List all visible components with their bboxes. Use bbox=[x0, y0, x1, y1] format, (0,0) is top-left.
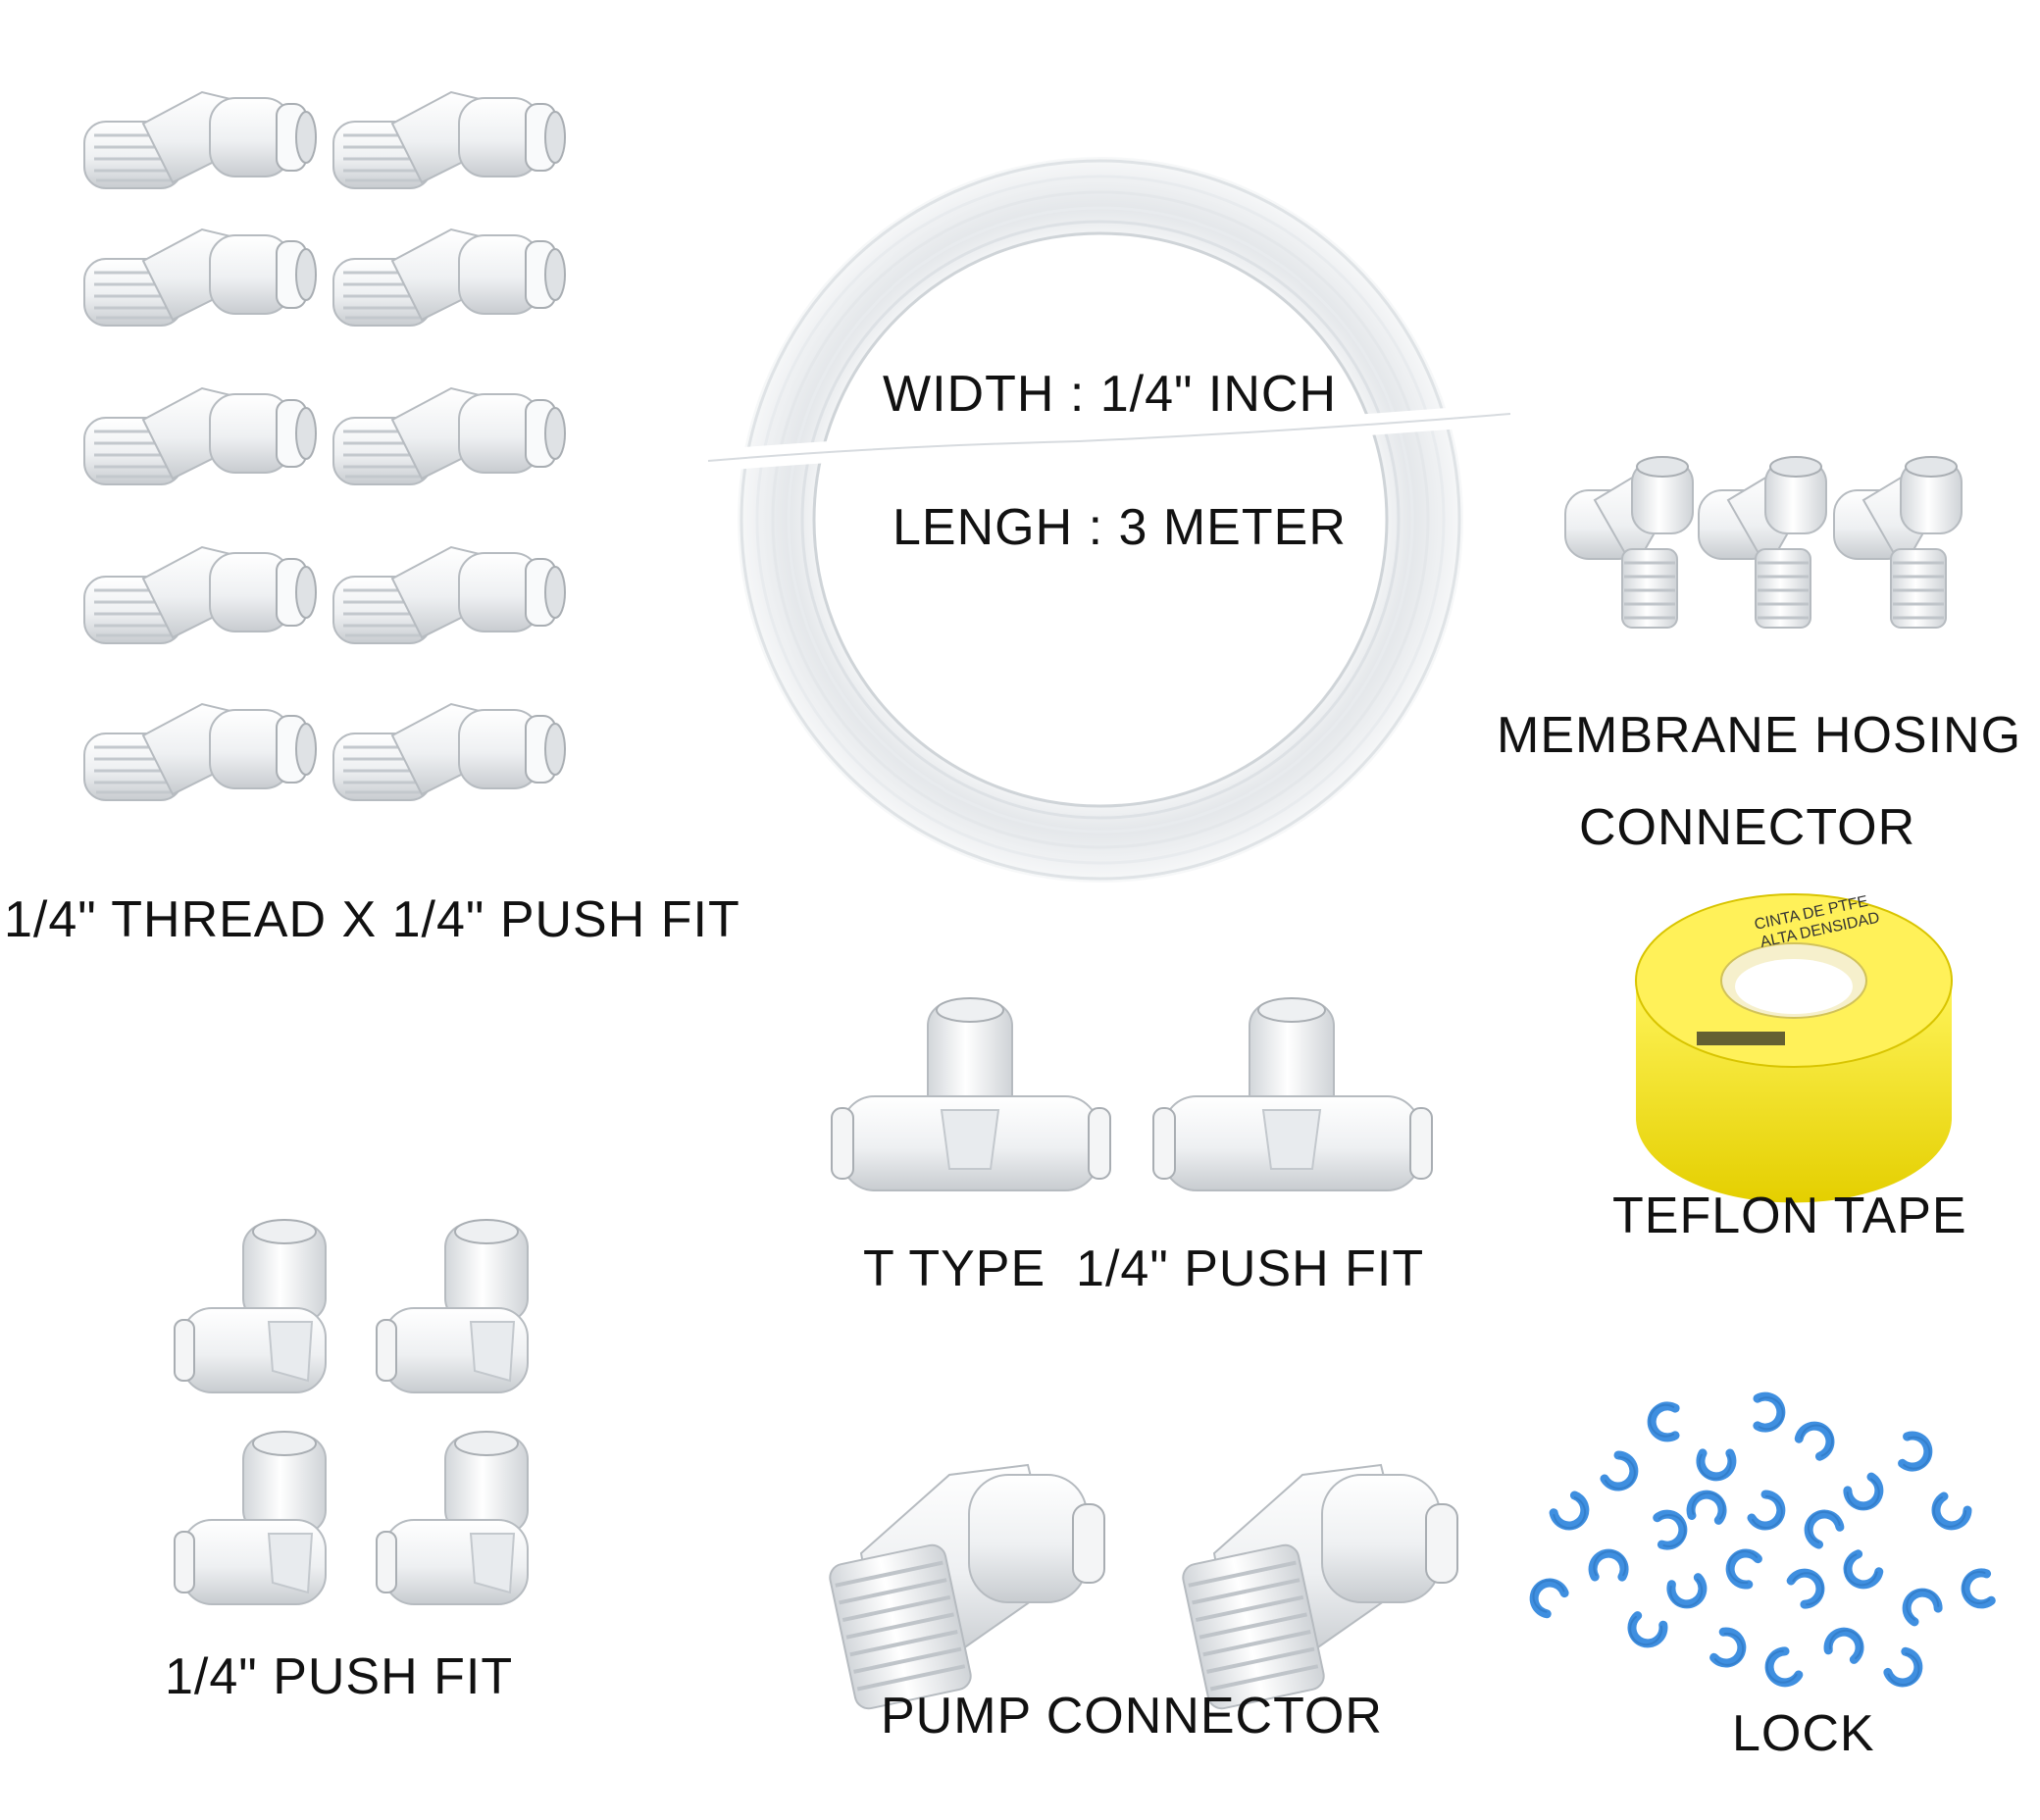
pump-connectors bbox=[825, 1463, 1459, 1713]
coiled-tube bbox=[707, 157, 1511, 883]
t-type-fittings bbox=[831, 997, 1433, 1191]
membrane-label-line2: CONNECTOR bbox=[1579, 799, 1916, 856]
lock-label: LOCK bbox=[1732, 1705, 1875, 1762]
pump-connector-label: PUMP CONNECTOR bbox=[881, 1688, 1383, 1744]
push-fit-elbows bbox=[174, 1219, 529, 1605]
push-fit-label: 1/4" PUSH FIT bbox=[165, 1648, 514, 1705]
teflon-label: TEFLON TAPE bbox=[1612, 1188, 1967, 1244]
teflon-tape-roll: CINTA DE PTFE ALTA DENSIDAD bbox=[1635, 893, 1953, 1203]
tube-length-label: LENGH : 3 METER bbox=[892, 499, 1347, 556]
tube-width-label: WIDTH : 1/4" INCH bbox=[883, 366, 1338, 423]
membrane-label-line1: MEMBRANE HOSING bbox=[1497, 707, 2022, 764]
thread-elbow-label: 1/4" THREAD X 1/4" PUSH FIT bbox=[4, 891, 740, 948]
t-type-label: T TYPE 1/4" PUSH FIT bbox=[863, 1240, 1425, 1297]
thread-elbow-fittings bbox=[82, 90, 567, 802]
lock-clips-pile bbox=[1531, 1390, 2002, 1690]
membrane-housing-connectors bbox=[1563, 455, 1964, 630]
